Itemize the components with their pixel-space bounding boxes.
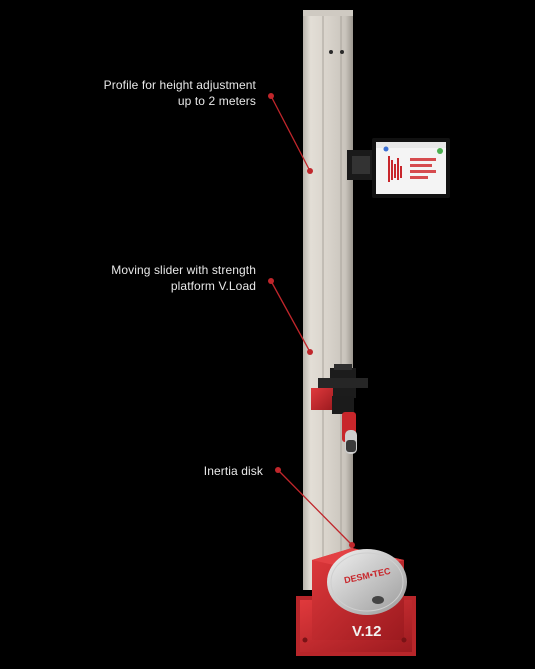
annotation-disk: Inertia disk [120, 463, 263, 479]
annotation-slider-line-1: Moving slider with strength [111, 263, 256, 277]
callout-marker [307, 349, 313, 355]
callout-marker [349, 542, 355, 548]
annotation-profile-line-2: up to 2 meters [177, 94, 256, 108]
annotation-slider: Moving slider with strength platform V.L… [40, 262, 256, 294]
callout-line-profile [268, 93, 313, 174]
monitor-display [347, 138, 450, 198]
callout-line-disk [275, 467, 355, 548]
annotation-profile: Profile for height adjustment up to 2 me… [40, 77, 256, 109]
height-profile-column [303, 10, 353, 590]
model-label-text: V.12 [352, 623, 381, 640]
annotation-disk-line-1: Inertia disk [203, 464, 263, 478]
annotation-slider-line-2: platform V.Load [170, 279, 256, 293]
callout-marker [307, 168, 313, 174]
moving-slider [311, 364, 368, 454]
callout-line-slider [268, 278, 313, 355]
annotation-profile-line-1: Profile for height adjustment [103, 78, 256, 92]
inertia-disk-unit: DESM•TEC V.12 [296, 548, 416, 656]
